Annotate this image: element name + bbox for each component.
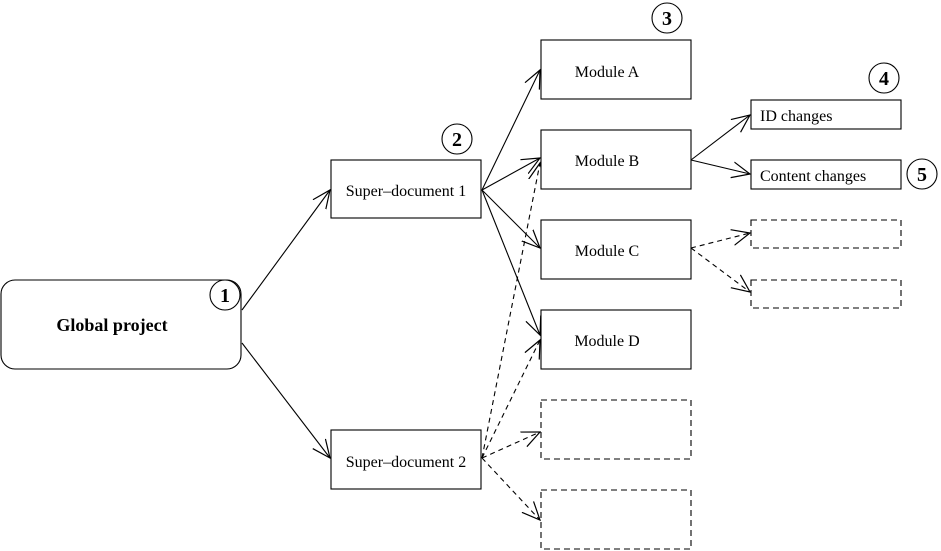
global-project-label: Global project	[56, 315, 167, 335]
node-module-c: Module C	[540, 219, 692, 280]
edge-sd1-to-module-a	[481, 70, 540, 191]
edge-sd2-to-module-d	[481, 340, 540, 459]
edge-sd1-to-module-b	[481, 158, 540, 191]
module-b-label: Module B	[575, 153, 639, 170]
node-empty-change-1	[750, 219, 902, 249]
marker-2: 2	[441, 123, 473, 155]
edge-module-b-to-content-changes	[690, 159, 750, 174]
edge-sd2-to-empty-2	[481, 457, 540, 520]
edge-global-to-sd2	[241, 342, 330, 458]
edge-sd1-to-module-d	[481, 189, 540, 335]
marker-5-label: 5	[917, 164, 927, 186]
solid-edges	[241, 70, 750, 458]
node-super-document-2: Super–document 2	[330, 429, 482, 490]
super-document-1-label: Super–document 1	[346, 183, 466, 200]
node-id-changes: ID changes	[750, 99, 902, 130]
marker-3: 3	[651, 2, 683, 34]
module-c-label: Module C	[575, 243, 639, 260]
module-a-label: Module A	[575, 64, 640, 81]
node-empty-change-2	[750, 279, 902, 309]
edge-module-c-to-empty-1	[690, 233, 750, 249]
node-global-project: Global project	[0, 279, 242, 370]
node-module-b: Module B	[540, 129, 692, 190]
marker-5: 5	[906, 158, 938, 190]
marker-4: 4	[868, 62, 900, 94]
node-super-document-1: Super–document 1	[330, 159, 482, 219]
marker-1-label: 1	[220, 285, 230, 307]
marker-4-label: 4	[879, 68, 889, 90]
content-changes-label: Content changes	[760, 168, 866, 185]
node-empty-module-1	[540, 399, 692, 460]
node-module-a: Module A	[540, 39, 692, 100]
marker-3-label: 3	[662, 8, 672, 30]
marker-2-label: 2	[452, 129, 462, 151]
edge-sd1-to-module-c	[481, 189, 540, 248]
node-module-d: Module D	[540, 309, 692, 370]
edge-module-c-to-empty-2	[690, 247, 750, 292]
super-document-2-label: Super–document 2	[346, 454, 466, 471]
marker-1: 1	[209, 279, 241, 311]
id-changes-label: ID changes	[760, 108, 832, 125]
edge-sd2-to-empty-1	[481, 432, 540, 459]
edge-module-b-to-id-changes	[690, 115, 750, 161]
dashed-edges	[481, 163, 750, 520]
edge-sd2-to-module-b	[481, 163, 540, 459]
edge-global-to-sd1	[241, 190, 330, 311]
module-d-label: Module D	[574, 333, 639, 350]
node-empty-module-2	[540, 489, 692, 550]
node-content-changes: Content changes	[750, 159, 902, 190]
